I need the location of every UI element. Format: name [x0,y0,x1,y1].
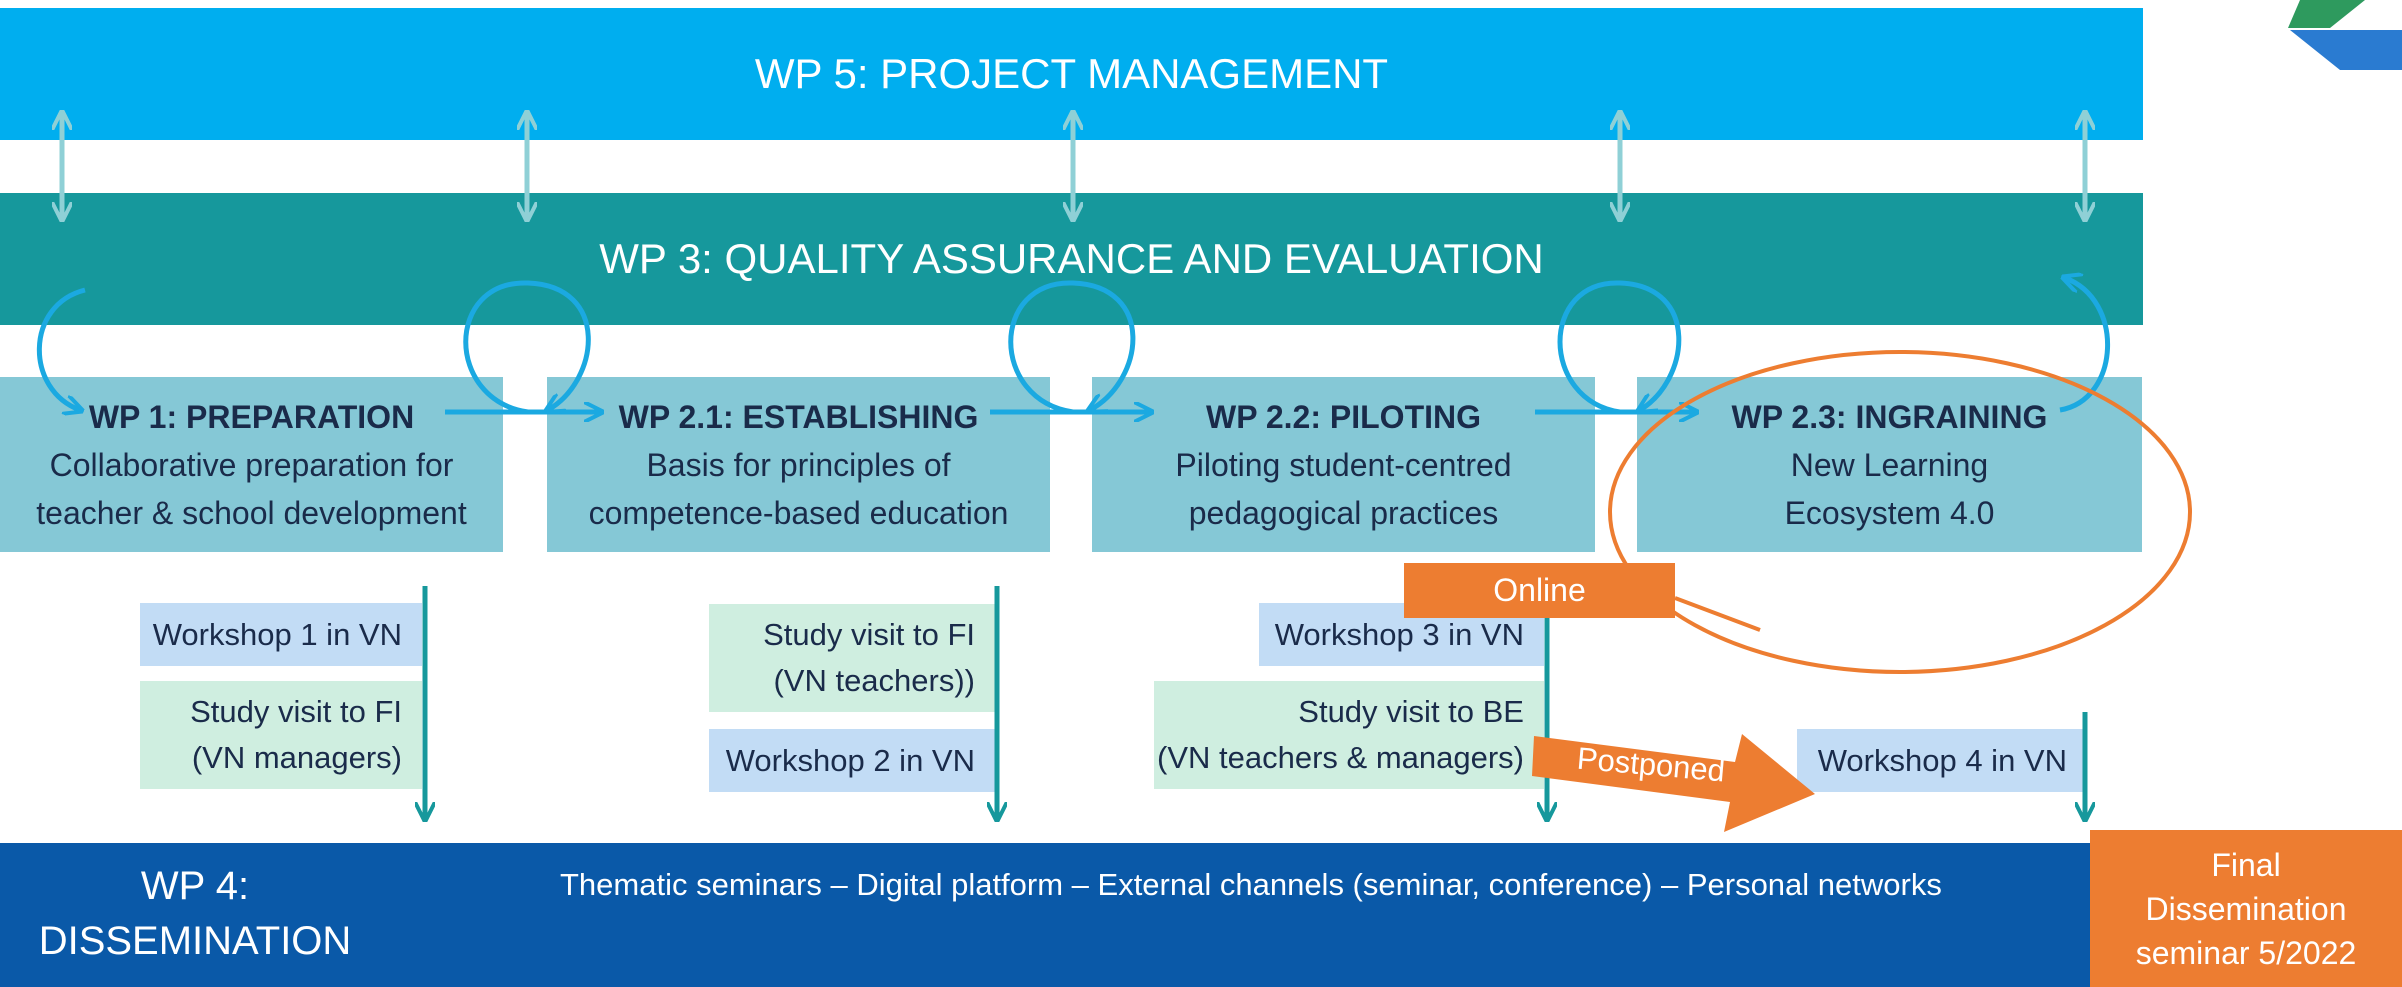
visit-fi-teachers-line1: Study visit to FI [763,617,975,652]
wp21-line1: Basis for principles of [646,446,951,483]
workshop2-label: Workshop 2 in VN [725,742,975,778]
final-seminar-box: Final Dissemination seminar 5/2022 [2090,830,2402,987]
wp4-title-line2: DISSEMINATION [38,919,352,963]
wp22-line1: Piloting student-centred [1175,446,1512,483]
two-way-arrows [62,114,2085,218]
study-visit-fi-managers-box: Study visit to FI (VN managers) [140,681,422,789]
loop-arrow-3 [1557,280,1682,415]
wp4-title: WP 4: DISSEMINATION [0,859,390,969]
workshop4-box: Workshop 4 in VN [1797,729,2087,792]
wp4-title-line1: WP 4: [140,864,250,908]
wp23-highlight-ellipse [1608,350,2192,674]
postponed-arrow-shape [1532,734,1815,832]
visit-be-line1: Study visit to BE [1298,694,1524,729]
workshop3-label: Workshop 3 in VN [1274,616,1524,652]
study-visit-be-box: Study visit to BE (VN teachers & manager… [1154,681,1544,789]
visit-be-line2: (VN teachers & managers) [1157,740,1524,775]
wp3-band: WP 3: QUALITY ASSURANCE AND EVALUATION [0,193,2143,325]
wp4-band: WP 4: DISSEMINATION Thematic seminars – … [0,843,2090,987]
wp23-line1: New Learning [1790,446,1989,483]
loop-arrow-1 [463,280,591,415]
online-text: Online [1493,572,1586,608]
corner-logo-icon [2288,0,2402,70]
wp4-channels: Thematic seminars – Digital platform – E… [560,867,1942,902]
wp21-title: WP 2.1: ESTABLISHING [618,398,979,435]
wp1-line1: Collaborative preparation for [49,446,454,483]
final-line1: Final [2211,846,2281,883]
wp1-line2: teacher & school development [36,494,467,531]
down-arrows [425,586,2085,818]
online-label: Online [1404,563,1675,618]
wp21-line2: competence-based education [588,494,1009,531]
wp5-title: WP 5: PROJECT MANAGEMENT [754,50,1389,97]
entry-loop-arrow [36,287,85,410]
wp22-box: WP 2.2: PILOTING Piloting student-centre… [1092,377,1595,552]
visit-fi-managers-line1: Study visit to FI [190,694,402,729]
workshop1-label: Workshop 1 in VN [152,616,402,652]
online-connector [1674,596,1761,632]
wp23-box: WP 2.3: INGRAINING New Learning Ecosyste… [1637,377,2142,552]
flow-arrows [36,278,2111,415]
wp22-line2: pedagogical practices [1188,494,1499,531]
study-visit-fi-teachers-box: Study visit to FI (VN teachers)) [709,604,995,712]
final-line3: seminar 5/2022 [2135,934,2357,971]
visit-fi-managers-line2: (VN managers) [191,740,402,775]
wp1-box: WP 1: PREPARATION Collaborative preparat… [0,377,503,552]
wp23-line2: Ecosystem 4.0 [1784,494,1995,531]
loop-arrow-2 [1008,280,1136,415]
wp22-title: WP 2.2: PILOTING [1206,398,1481,435]
wp23-title: WP 2.3: INGRAINING [1731,398,2048,435]
workshop1-box: Workshop 1 in VN [140,603,422,666]
wp1-title: WP 1: PREPARATION [88,398,415,435]
wp21-box: WP 2.1: ESTABLISHING Basis for principle… [547,377,1050,552]
visit-fi-teachers-line2: (VN teachers)) [773,663,975,698]
workshop4-label: Workshop 4 in VN [1817,742,2067,778]
final-line2: Dissemination [2145,890,2347,927]
workshop2-box: Workshop 2 in VN [709,729,995,792]
wp3-title: WP 3: QUALITY ASSURANCE AND EVALUATION [599,235,1544,282]
exit-loop-arrow [2060,278,2111,413]
